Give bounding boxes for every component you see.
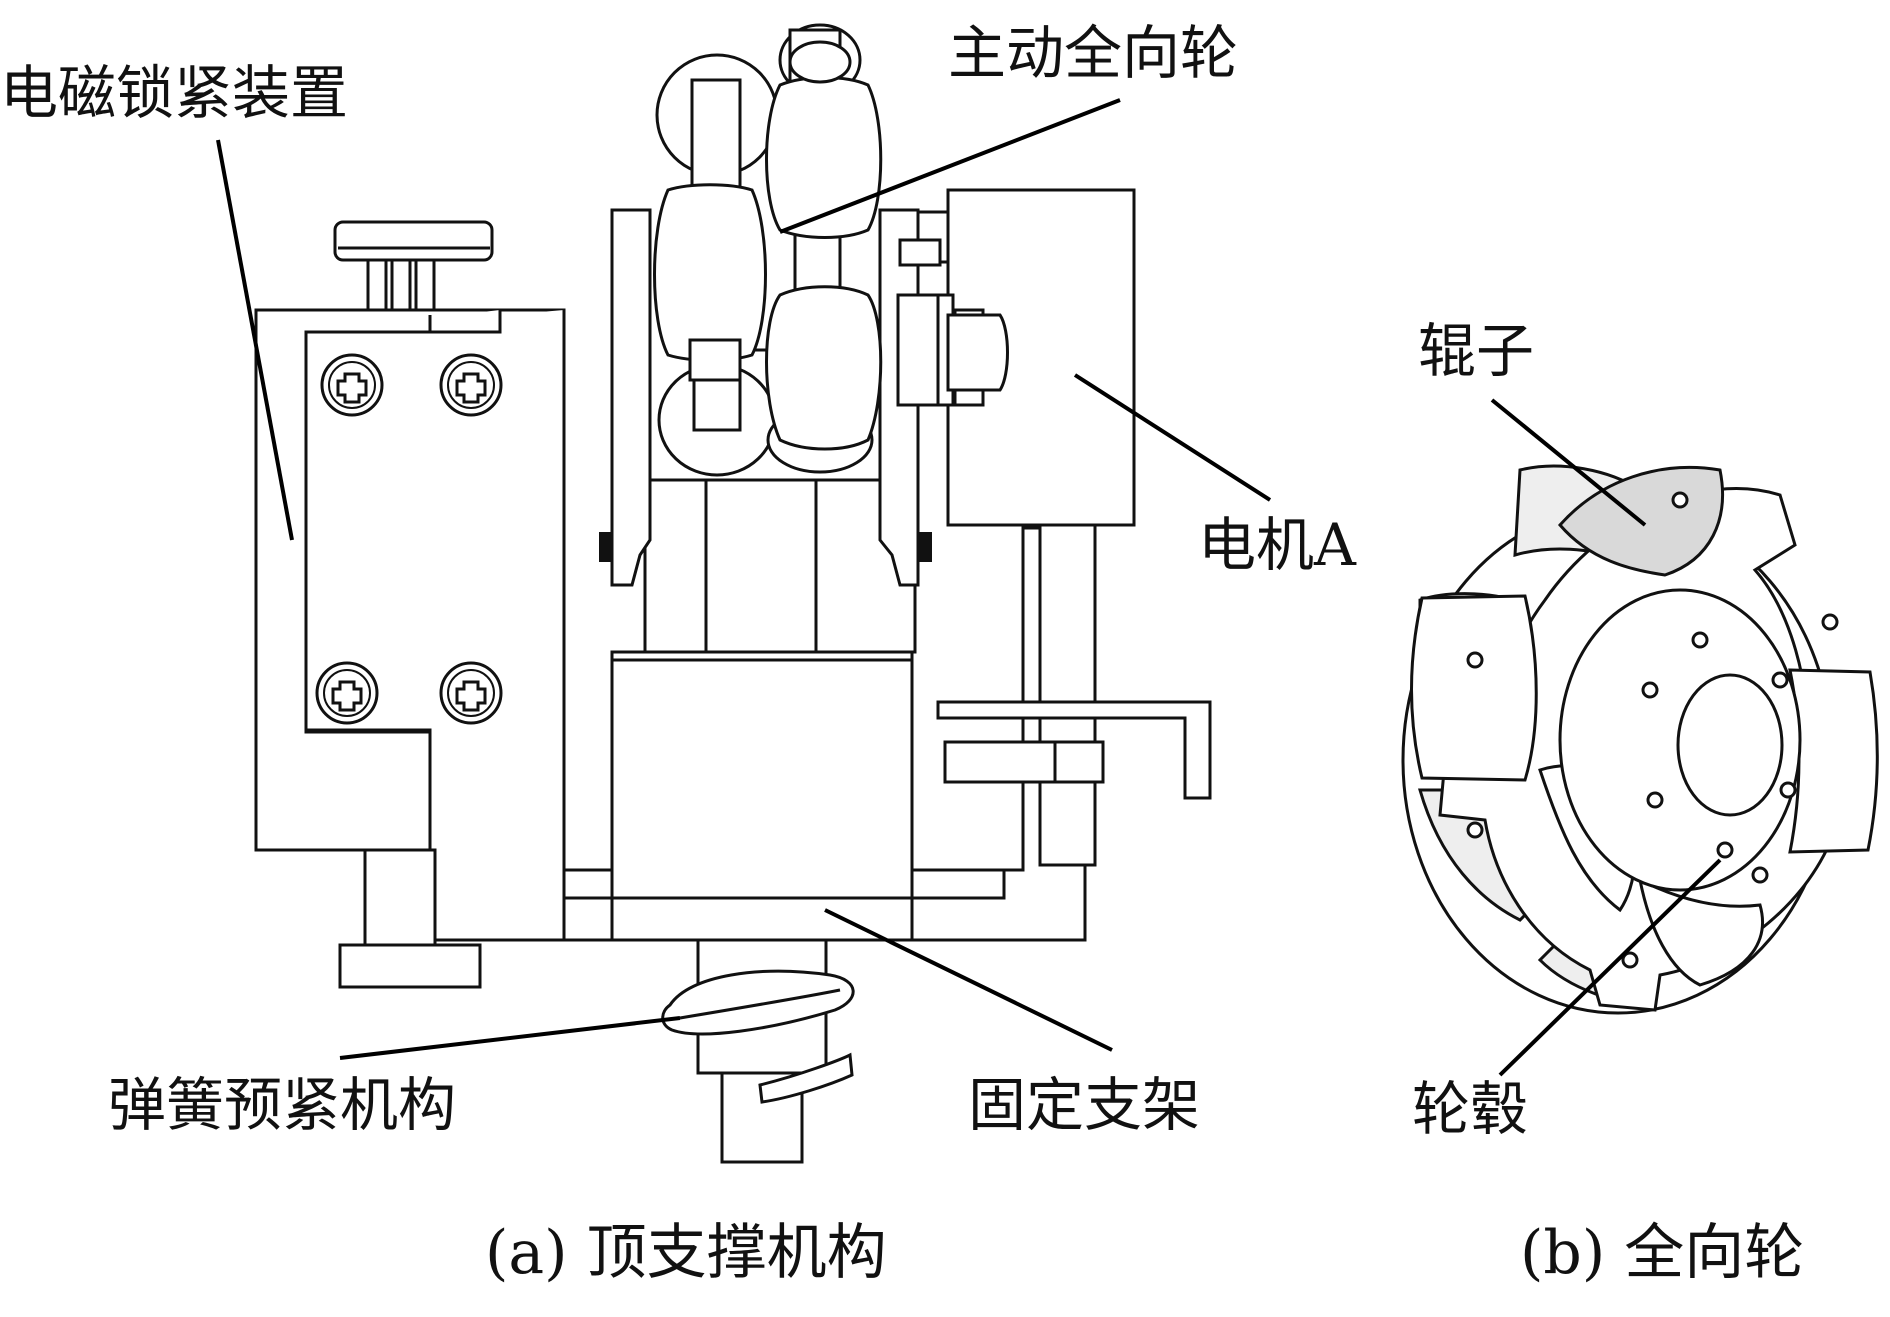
leader-roller <box>1490 398 1647 527</box>
plunger-block <box>610 650 914 900</box>
screw-top-right <box>439 353 503 417</box>
leader-lock <box>216 139 294 541</box>
omni-wheel <box>1401 398 1879 1077</box>
electromagnetic-lock-device <box>254 220 566 989</box>
label-motor-a: 电机A <box>1198 511 1356 579</box>
leader-active-wheel <box>779 98 1121 234</box>
label-hub: 轮毂 <box>1412 1075 1529 1143</box>
leader-bracket <box>824 908 1113 1052</box>
label-electromagnetic-lock: 电磁锁紧装置 <box>0 59 349 127</box>
caption-b: (b) 全向轮 <box>1520 1218 1805 1288</box>
screw-bottom-right <box>439 661 503 725</box>
screw-top-left <box>320 353 384 417</box>
caption-a: (a) 顶支撑机构 <box>485 1218 887 1288</box>
active-omni-wheel <box>653 23 883 477</box>
screw-bottom-left <box>315 661 379 725</box>
label-spring-preload: 弹簧预紧机构 <box>108 1071 457 1139</box>
spring-preload-assembly <box>661 933 855 1164</box>
label-active-omni-wheel: 主动全向轮 <box>948 19 1239 87</box>
leader-hub <box>1498 858 1722 1077</box>
top-support-mechanism <box>216 23 1272 1164</box>
label-roller: 辊子 <box>1418 317 1535 385</box>
leader-spring <box>339 1016 681 1060</box>
label-fixed-bracket: 固定支架 <box>968 1071 1201 1139</box>
motor-a <box>896 188 1212 867</box>
leader-motor <box>1073 373 1272 502</box>
